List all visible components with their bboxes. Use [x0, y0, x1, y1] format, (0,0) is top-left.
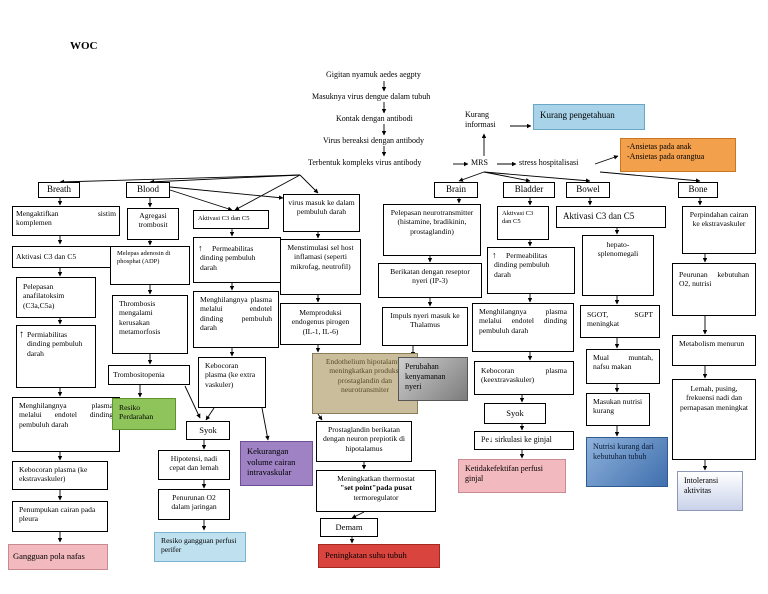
breath-step-7: Penumpukan cairan pada pleura	[12, 501, 108, 532]
arrow-up-icon: ↑	[19, 329, 24, 340]
dx-gangguan-pola-nafas: Gangguan pola nafas	[8, 544, 108, 570]
bone-step-3: Metabolism menurun	[672, 335, 756, 366]
breath-step-3: Pelepasan anafilatoksim (C3a,C5a)	[16, 277, 96, 318]
virus-step-6: Meningkatkan thermostat "set point"pada …	[316, 470, 436, 512]
bowel-step-mual: Mual muntah, nafsu makan	[586, 349, 660, 384]
dx-resiko-gangguan-perfusi-perifer: Resiko gangguan perfusi perifer	[154, 532, 246, 562]
bone-step-4: Lemah, pusing, frekuensi nadi dan pernap…	[672, 379, 756, 460]
dx-nutrisi-kurang: Nutrisi kurang dari kebutuhan tubuh	[586, 437, 668, 487]
breath-step-4-text: Permiabilitas dinding pembuluh darah	[27, 330, 83, 358]
bladder-step-kebocoran: Kebocoran plasma (keextravaskuler)	[474, 361, 574, 395]
dx-kekurangan-volume-cairan: Kekurangan volume cairan intravaskular	[240, 441, 313, 486]
blood-step-kebocoran: Kebocoran plasma (ke extra vaskuler)	[198, 357, 266, 408]
header-bone: Bone	[678, 182, 718, 198]
bladder-step-aktivasi: Aktivasi C3 dan C5	[497, 206, 549, 240]
blood-step-agregasi: Agregasi trombosit	[127, 208, 179, 240]
blood-step-hipotensi: Hipotensi, nadi cepat dan lemah	[158, 450, 230, 480]
virus-step-1: virus masuk ke dalam pembuluh darah	[283, 194, 360, 232]
dx-resiko-perdarahan: Resiko Perdarahan	[112, 398, 176, 430]
blood-step-adp: Melepas adenosin di phosphat (ADP)	[110, 246, 190, 285]
chain-step-antibody-contact: Kontak dengan antibodi	[336, 114, 413, 123]
bowel-step-hepato: hepato-splenomegali	[582, 235, 654, 296]
blood-step-trombositopenia: Trombositopenia	[108, 365, 190, 385]
dx-peningkatan-suhu-tubuh: Peningkatan suhu tubuh	[318, 544, 440, 568]
virus-step-6-line1: Meningkatkan thermostat	[337, 474, 415, 483]
brain-step-2: Berikatan dengan reseptor nyeri (IP-3)	[378, 263, 482, 298]
chain-step-virus-reacts: Virus bereaksi dengan antibody	[323, 136, 425, 145]
bladder-step-permeabilitas: ↑ Permeabilitas dinding pembuluh darah	[487, 247, 575, 294]
dx-ansietas: -Ansietas pada anak -Ansietas pada orang…	[620, 138, 736, 172]
blood-step-thrombosis: Thrombosis mengalami kerusakan metamorfo…	[112, 295, 188, 354]
blood-step-menghilangnya: Menghilangnya plasma melalui endotel din…	[193, 291, 279, 348]
arrow-up-icon: ↑	[198, 243, 203, 253]
bladder-step-permeabilitas-text: Permeabilitas dinding pembuluh darah	[494, 251, 550, 279]
blood-step-syok: Syok	[186, 421, 230, 440]
breath-step-4: ↑ Permiabilitas dinding pembuluh darah	[16, 325, 96, 388]
stress-label: stress hospitalisasi	[519, 158, 579, 167]
virus-step-6-line2: "set point"pada pusat	[340, 483, 412, 493]
dx-perubahan-kenyamanan: Perubahan kenyamanan nyeri	[398, 357, 468, 401]
chain-step-virus-enters: Masuknya virus dengue dalam tubuh	[312, 92, 431, 101]
header-bowel: Bowel	[566, 182, 610, 198]
breath-step-5: Menghilangnya plasma melalui endotel din…	[12, 397, 120, 452]
blood-step-permeabilitas-text: Permeabilitas dinding pembuluh darah	[200, 244, 256, 272]
blood-step-penurunan-o2: Penurunan O2 dalam jaringan	[158, 489, 230, 520]
page-title: WOC	[70, 40, 98, 52]
breath-step-2: Aktivasi C3 dan C5	[12, 246, 120, 268]
virus-step-3: Memproduksi endogenus pirogen (IL-1, IL-…	[280, 303, 361, 345]
header-breath: Breath	[38, 182, 80, 198]
bladder-step-sirkulasi: Pe↓ sirkulasi ke ginjal	[474, 431, 574, 450]
mrs-label: MRS	[471, 158, 488, 167]
blood-step-aktivasi: Aktivasi C3 dan C5	[193, 210, 269, 229]
kurang-informasi-label: Kurang informasi	[465, 110, 496, 129]
dx-ansietas-anak: -Ansietas pada anak	[627, 142, 692, 151]
chain-step-bite: Gigitan nyamuk aedes aegpty	[326, 70, 421, 79]
dx-kurang-pengetahuan: Kurang pengetahuan	[533, 104, 645, 130]
dx-ansietas-orangtua: -Ansietas pada orangtua	[627, 152, 705, 161]
chain-step-complex-formed: Terbentuk kompleks virus antibody	[308, 158, 422, 167]
breath-step-1: Mengaktifkan sistim komplemen	[12, 206, 120, 236]
virus-step-6-line3: termoregulator	[353, 492, 399, 502]
bone-step-1: Perpindahan cairan ke ekstravaskuler	[682, 206, 756, 254]
header-blood: Blood	[126, 182, 170, 198]
bladder-step-syok: Syok	[484, 403, 546, 424]
arrow-up-icon: ↑	[492, 250, 497, 260]
dx-ketidakefektifan-perfusi-ginjal: Ketidakefektifan perfusi ginjal	[458, 459, 566, 493]
brain-step-3: Impuls nyeri masuk ke Thalamus	[382, 307, 468, 346]
brain-step-1: Pelepasan neurotransmitter (histamine, b…	[383, 204, 481, 256]
bone-step-2: Peurunan kebutuhan O2, nutrisi	[672, 263, 756, 316]
bowel-step-aktivasi: Aktivasi C3 dan C5	[556, 206, 666, 228]
header-brain: Brain	[434, 182, 478, 198]
virus-step-5: Prostaglandin berikatan dengan neuron pr…	[316, 421, 412, 462]
blood-step-permeabilitas: ↑ Permeabilitas dinding pembuluh darah	[193, 237, 281, 283]
virus-step-2: Menstimulasi sel host inflamasi (seperti…	[280, 239, 361, 295]
header-bladder: Bladder	[503, 182, 555, 198]
virus-step-demam: Demam	[320, 518, 378, 537]
bladder-step-menghilangnya: Menghilangnya plasma melalui endotel din…	[472, 303, 574, 352]
bowel-step-masukan: Masukan nutrisi kurang	[586, 393, 650, 426]
breath-step-6: Kebocoran plasma (ke ekstravaskuler)	[12, 461, 108, 490]
bowel-step-sgot: SGOT, SGPT meningkat	[580, 305, 660, 338]
dx-intoleransi-aktivitas: Intoleransi aktivitas	[677, 471, 743, 511]
